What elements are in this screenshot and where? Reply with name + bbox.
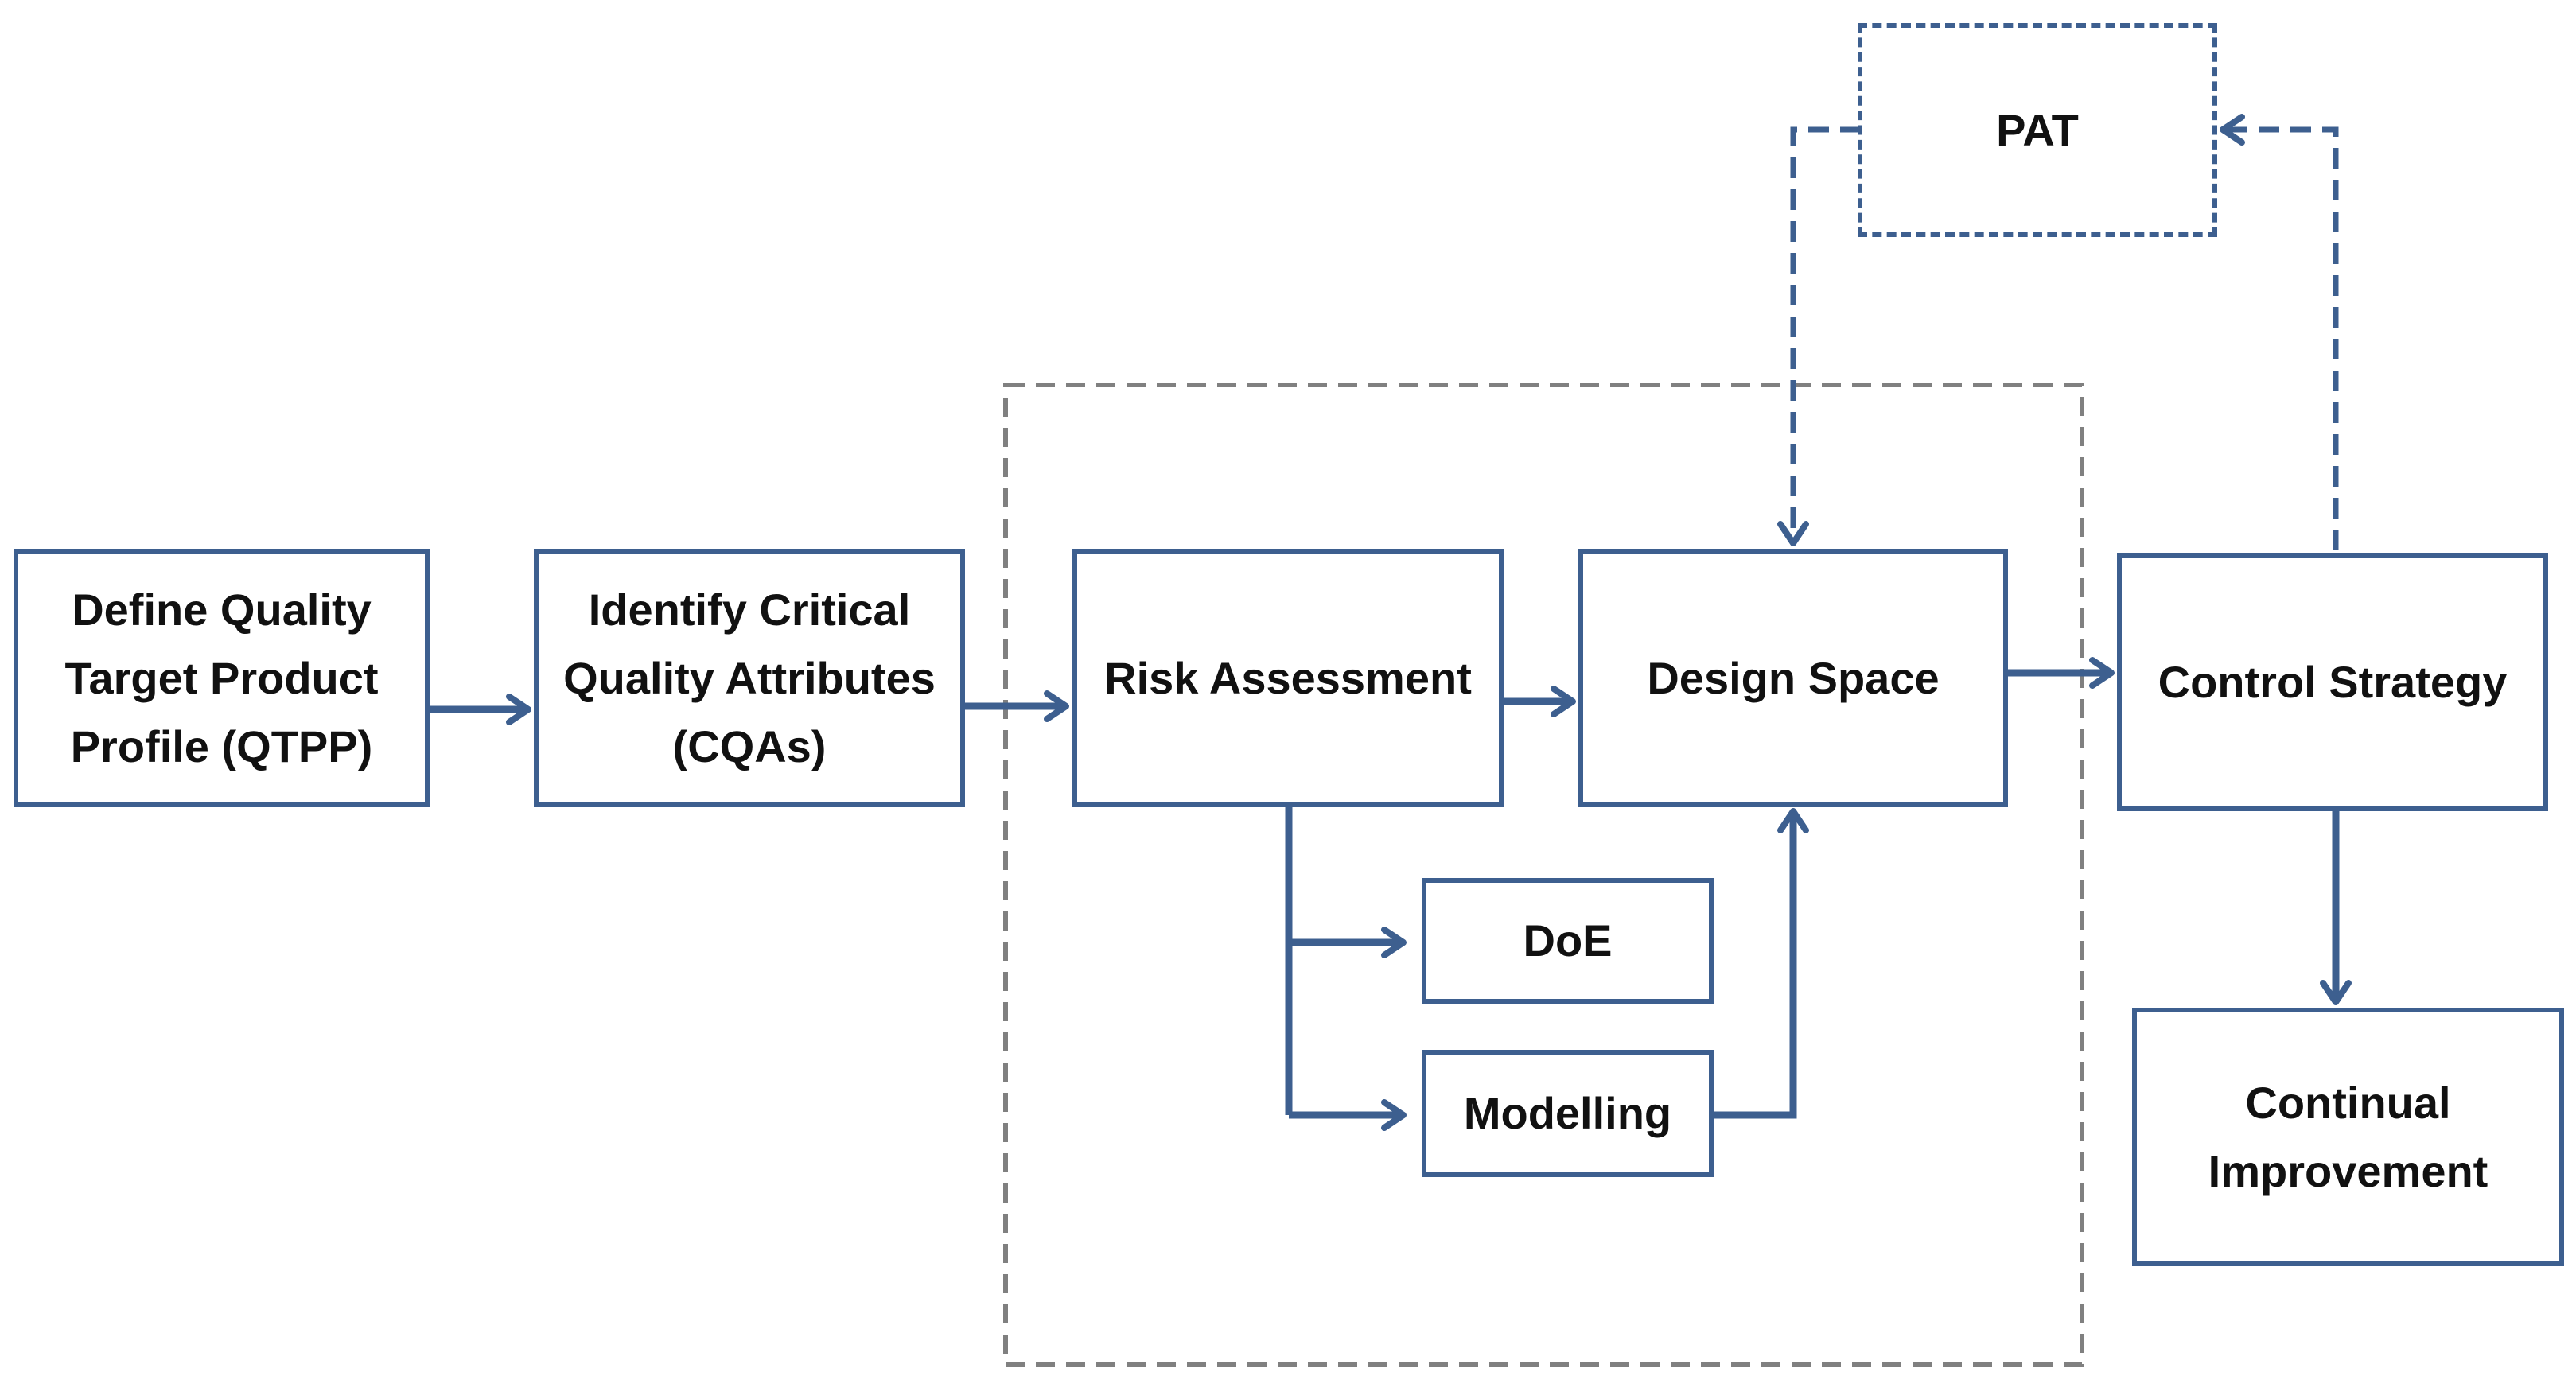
arrow-control-to-pat	[2220, 114, 2339, 550]
node-risk-assessment: Risk Assessment	[1072, 549, 1504, 807]
node-control-strategy: Control Strategy	[2117, 553, 2548, 811]
node-design-space-label: Design Space	[1647, 652, 1940, 703]
node-control-strategy-label: Control Strategy	[2158, 656, 2508, 707]
node-cqas: Identify Critical Quality Attributes (CQ…	[534, 549, 965, 807]
node-doe: DoE	[1422, 878, 1714, 1004]
arrow-pat-to-design	[1777, 126, 1861, 546]
node-pat: PAT	[1858, 23, 2217, 237]
node-modelling: Modelling	[1422, 1050, 1714, 1177]
node-modelling-label: Modelling	[1463, 1088, 1672, 1138]
node-doe-label: DoE	[1523, 915, 1613, 966]
node-continual-improvement-label: Continual Improvement	[2208, 1077, 2488, 1196]
node-qtpp-label: Define Quality Target Product Profile (Q…	[64, 584, 379, 771]
node-continual-improvement: Continual Improvement	[2132, 1008, 2564, 1266]
node-cqas-label: Identify Critical Quality Attributes (CQ…	[563, 584, 936, 771]
node-pat-label: PAT	[1996, 104, 2079, 155]
analysis-group-frame	[1003, 383, 2084, 1367]
arrow-modelling-to-design	[1714, 808, 1809, 1119]
node-qtpp: Define Quality Target Product Profile (Q…	[14, 549, 430, 807]
node-risk-assessment-label: Risk Assessment	[1104, 652, 1472, 703]
node-design-space: Design Space	[1578, 549, 2008, 807]
